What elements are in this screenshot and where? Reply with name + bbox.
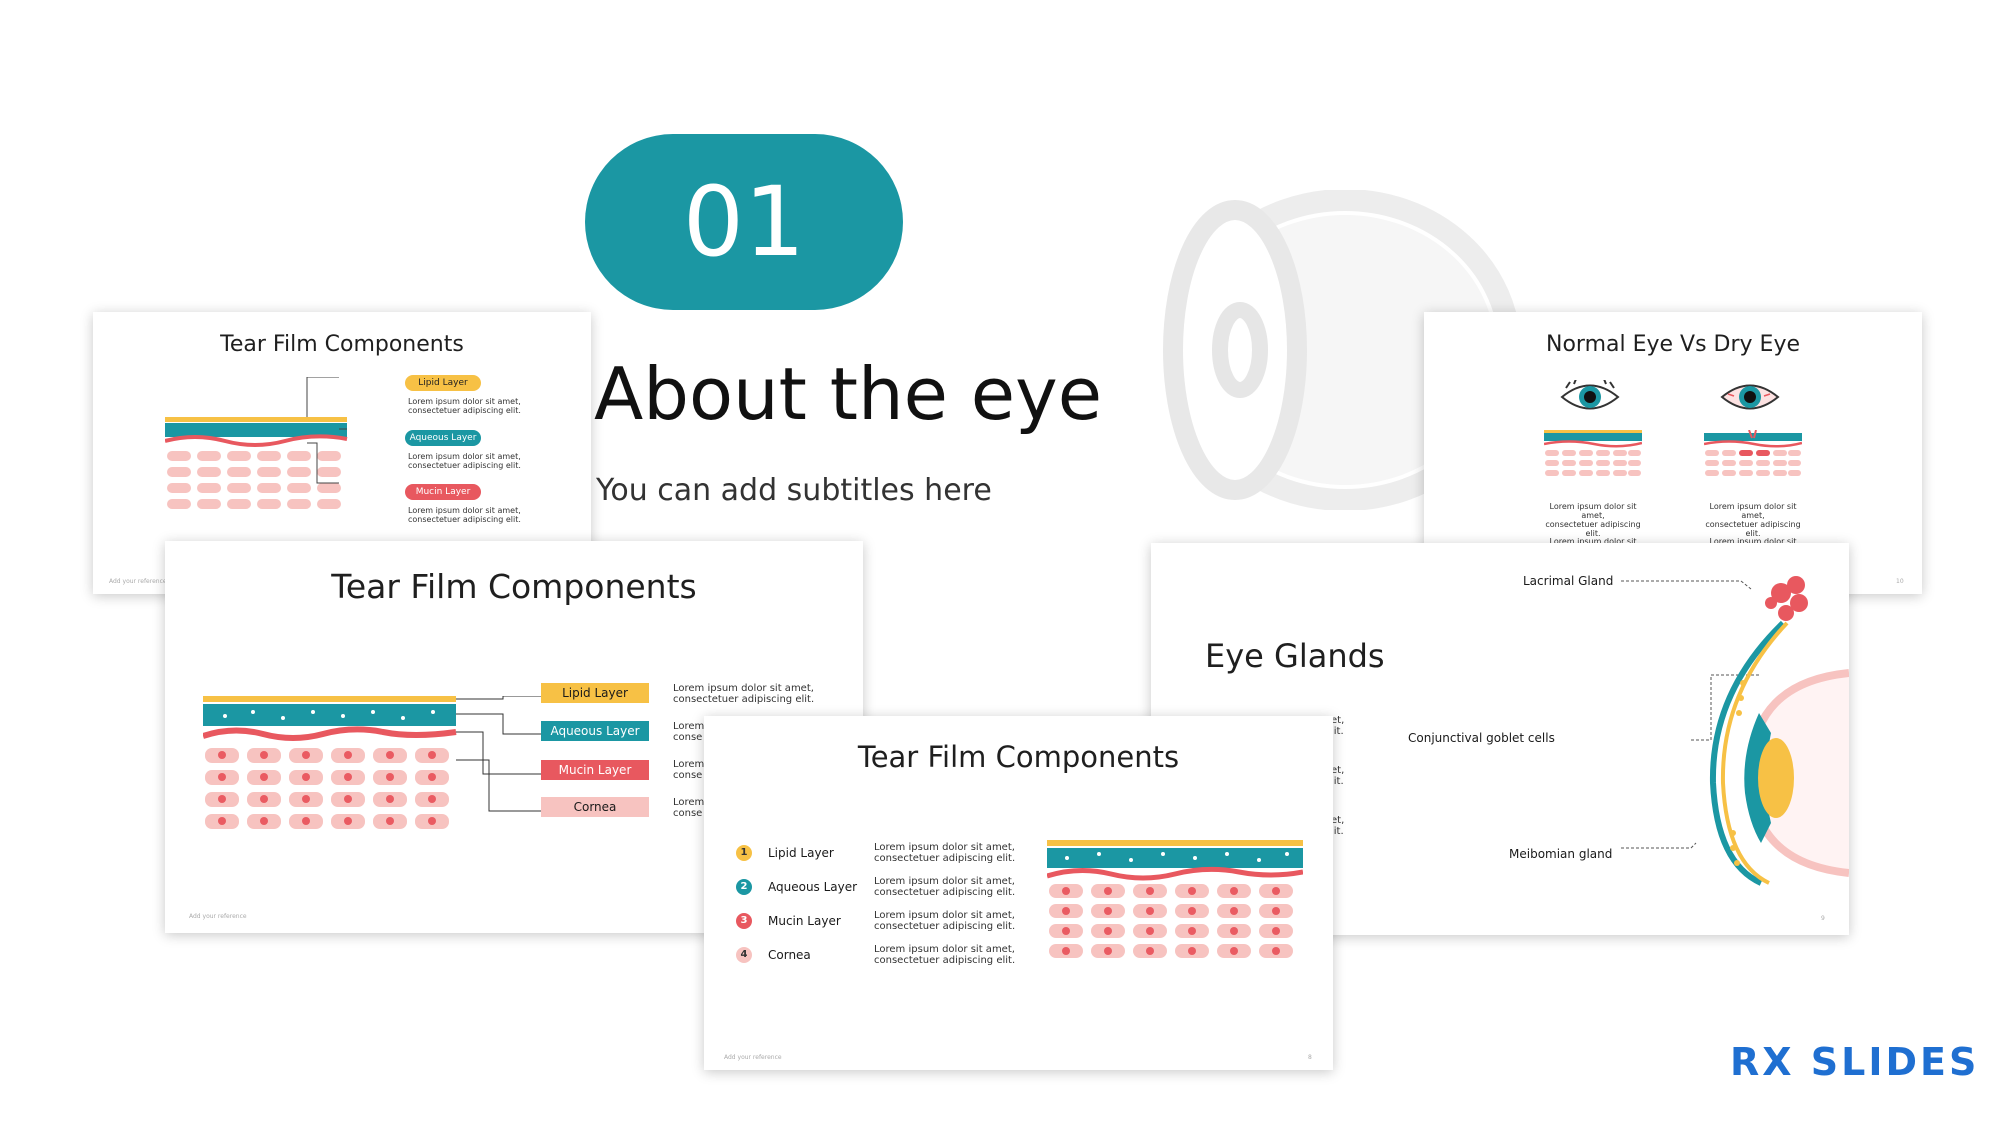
dry-eye-layers: [1704, 430, 1802, 476]
slide-footer: Add your reference: [109, 578, 167, 585]
eye-watermark-icon: [1163, 190, 1520, 510]
item-label-1: Lipid Layer: [768, 846, 834, 860]
slide-title: Tear Film Components: [857, 740, 1180, 774]
dry-eye-desc: Lorem ipsum dolor sit amet,consectetuer …: [1705, 502, 1801, 538]
cornea-label: Cornea: [541, 797, 649, 817]
normal-eye-icon: [1560, 380, 1620, 410]
body-fragment-2: et,lit.: [1331, 765, 1345, 787]
item-desc-4: Lorem ipsum dolor sit amet,consectetuer …: [874, 944, 1016, 966]
meibomian-gland-label: Meibomian gland: [1509, 847, 1613, 861]
dry-eye-icon: [1720, 384, 1780, 410]
tear-film-diagram: [165, 377, 348, 509]
slide-footer: Add your reference: [189, 913, 247, 920]
slide-tear-film-front[interactable]: Tear Film Components 1 2 3 4 Lipid Layer…: [704, 716, 1333, 1070]
aqueous-layer-label: Aqueous Layer: [541, 721, 649, 741]
hero-title: About the eye: [594, 352, 1103, 436]
section-number-pill: [585, 134, 903, 310]
item-number-1: 1: [736, 845, 752, 861]
slide-footer: Add your reference: [724, 1054, 782, 1061]
item-number-2: 2: [736, 879, 752, 895]
lipid-desc: Lorem ipsum dolor sit amet,consectetuer …: [408, 397, 521, 415]
body-fragment-3: et,lit.: [1331, 815, 1345, 837]
tear-film-diagram: [203, 696, 555, 829]
slide-title: Tear Film Components: [220, 332, 464, 357]
lacrimal-gland-label: Lacrimal Gland: [1523, 574, 1614, 588]
item-label-4: Cornea: [768, 948, 811, 962]
slide-title: Tear Film Components: [331, 567, 697, 606]
item-desc-3: Lorem ipsum dolor sit amet,consectetuer …: [874, 910, 1016, 932]
slide-title: Eye Glands: [1205, 637, 1385, 675]
page-number: 10: [1896, 578, 1904, 585]
body-fragment-1: et,lit.: [1331, 715, 1345, 737]
mucin-layer-label: Mucin Layer: [405, 484, 481, 500]
page-number: 8: [1308, 1054, 1312, 1061]
eye-anatomy-diagram: [1621, 576, 1849, 886]
item-number-3: 3: [736, 913, 752, 929]
page-number: 9: [1821, 915, 1825, 922]
item-desc-1: Lorem ipsum dolor sit amet,consectetuer …: [874, 842, 1016, 864]
section-number: 01: [682, 166, 806, 278]
aqueous-layer-label: Aqueous Layer: [405, 430, 481, 446]
aqueous-desc: Lorem ipsum dolor sit amet,consectetuer …: [408, 452, 521, 470]
normal-eye-layers: [1544, 430, 1642, 476]
goblet-cells-label: Conjunctival goblet cells: [1408, 731, 1555, 745]
mucin-layer-label: Mucin Layer: [541, 760, 649, 780]
tear-film-diagram: [1047, 840, 1303, 958]
item-number-4: 4: [736, 947, 752, 963]
item-desc-2: Lorem ipsum dolor sit amet,consectetuer …: [874, 876, 1016, 898]
lipid-layer-label: Lipid Layer: [405, 375, 481, 391]
slide-title: Normal Eye Vs Dry Eye: [1546, 332, 1800, 357]
lipid-desc: Lorem ipsum dolor sit amet,consectetuer …: [673, 683, 815, 705]
item-label-3: Mucin Layer: [768, 914, 841, 928]
item-label-2: Aqueous Layer: [768, 880, 858, 894]
hero-subtitle: You can add subtitles here: [596, 473, 992, 508]
normal-eye-desc: Lorem ipsum dolor sit amet,consectetuer …: [1545, 502, 1641, 538]
mucin-desc: Lorem ipsum dolor sit amet,consectetuer …: [408, 506, 521, 524]
lipid-layer-label: Lipid Layer: [541, 683, 649, 703]
brand-logo: RX SLIDES: [1730, 1040, 1980, 1084]
